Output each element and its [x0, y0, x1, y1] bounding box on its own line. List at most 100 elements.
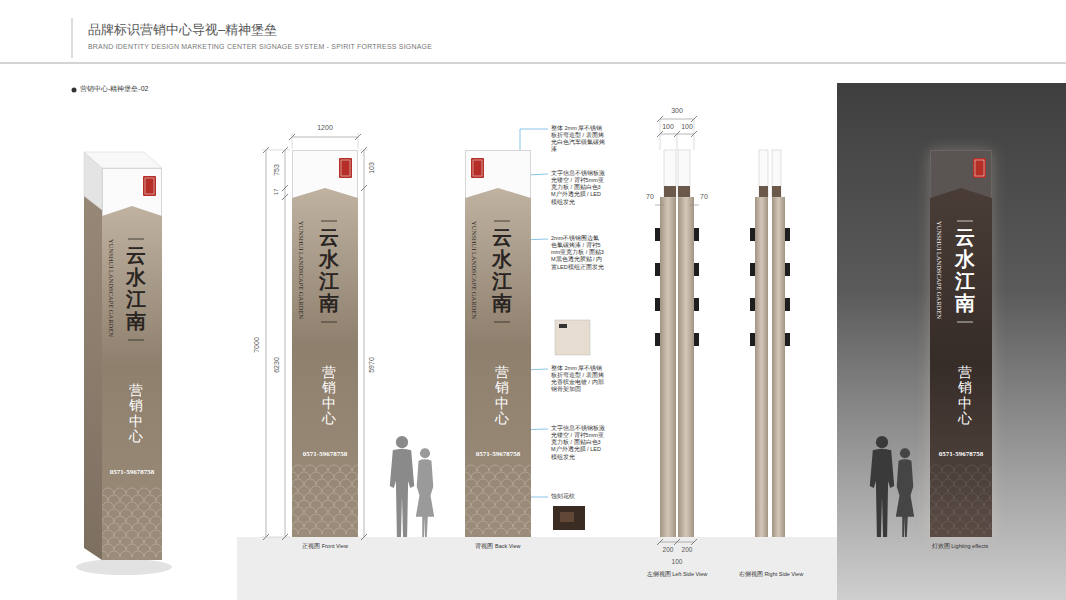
pillar-cap — [772, 150, 781, 197]
phone-number: 0571-59678758 — [939, 450, 983, 458]
seal — [473, 160, 482, 176]
etched-wave — [525, 521, 531, 527]
etched-wave — [519, 486, 531, 492]
etched-wave — [138, 544, 150, 550]
etched-wave — [328, 479, 340, 485]
etched-wave — [156, 523, 162, 529]
etched-wave — [316, 521, 328, 527]
etched-wave — [304, 493, 316, 499]
etched-wave — [966, 465, 978, 471]
sign-subtitle: 营销中心 — [129, 383, 143, 445]
sign-side-face — [84, 152, 102, 560]
woman-silhouette — [416, 448, 434, 537]
etched-wave — [352, 507, 358, 513]
etched-wave — [126, 502, 138, 508]
etched-wave — [942, 493, 954, 499]
etched-wave — [292, 479, 304, 485]
etched-wave — [966, 507, 978, 513]
etched-wave — [501, 493, 513, 499]
etched-wave — [292, 521, 304, 527]
etching-swatch — [560, 512, 574, 522]
etched-wave — [292, 528, 298, 534]
extension-line — [360, 150, 368, 151]
etched-wave — [930, 507, 942, 513]
etched-wave — [120, 495, 132, 501]
etched-wave — [102, 544, 114, 550]
etched-wave — [954, 465, 966, 471]
sign-outline — [465, 150, 531, 537]
etched-wave — [501, 521, 513, 527]
dimension: 200 — [682, 546, 693, 554]
header-rule — [0, 63, 1066, 64]
pillar-band — [759, 186, 768, 197]
etched-wave — [954, 493, 966, 499]
etched-wave — [507, 528, 519, 534]
etched-wave — [298, 472, 310, 478]
material-swatch — [555, 320, 590, 355]
callout-note: 蚀刻花纹 — [551, 493, 605, 500]
etched-wave — [984, 528, 992, 534]
section-label: 营销中心-精神堡垒-02 — [80, 85, 148, 93]
dimension: 100 — [672, 558, 683, 566]
etched-wave — [340, 507, 352, 513]
etched-wave — [477, 521, 489, 527]
dimension: 5970 — [368, 357, 376, 373]
etched-wave — [507, 514, 519, 520]
dimension: 1200 — [317, 124, 333, 132]
extension-line — [262, 150, 290, 151]
etched-wave — [930, 521, 942, 527]
sign-body — [292, 188, 358, 537]
light-box — [785, 333, 790, 346]
etched-wave — [114, 530, 126, 536]
etched-wave — [471, 528, 483, 534]
bullet — [72, 88, 77, 93]
etched-wave — [334, 500, 346, 506]
material-swatch — [559, 324, 567, 328]
etched-wave — [298, 486, 310, 492]
etched-wave — [960, 472, 972, 478]
extension-line — [292, 133, 293, 149]
extension-line — [660, 119, 661, 150]
etched-wave — [465, 514, 471, 520]
etched-wave — [978, 493, 990, 499]
etched-wave — [334, 528, 346, 534]
etched-wave — [292, 507, 304, 513]
etching-swatch — [553, 506, 585, 530]
etched-wave — [483, 528, 495, 534]
etched-wave — [960, 500, 972, 506]
view-caption: 正视图 Front View — [302, 543, 348, 550]
etched-wave — [936, 528, 948, 534]
etched-wave — [930, 472, 936, 478]
etched-wave — [477, 507, 489, 513]
sign-english: YUNSHUI LANDSCAPE GARDEN — [935, 221, 943, 319]
etched-wave — [114, 516, 126, 522]
pillar-band — [678, 186, 690, 197]
etched-wave — [984, 514, 992, 520]
etched-wave — [328, 465, 340, 471]
etched-wave — [102, 495, 108, 501]
sign-outline — [930, 150, 992, 537]
etched-wave — [465, 528, 471, 534]
etched-wave — [310, 486, 322, 492]
etched-wave — [972, 528, 984, 534]
etched-wave — [156, 495, 162, 501]
etched-wave — [984, 500, 992, 506]
etched-wave — [495, 472, 507, 478]
etched-wave — [990, 493, 992, 499]
etched-wave — [513, 521, 525, 527]
sign-top-face — [84, 152, 162, 168]
etched-wave — [352, 521, 358, 527]
etched-wave — [346, 486, 358, 492]
etched-wave — [525, 465, 531, 471]
sign-english: YUNSHUI LANDSCAPE GARDEN — [297, 221, 305, 319]
etched-wave — [292, 472, 298, 478]
etched-wave — [340, 521, 352, 527]
etched-wave — [102, 530, 114, 536]
etched-wave — [150, 488, 162, 494]
etched-wave — [298, 528, 310, 534]
etched-wave — [132, 551, 144, 557]
etched-wave — [990, 521, 992, 527]
etched-wave — [292, 465, 304, 471]
etched-wave — [102, 523, 108, 529]
etched-wave — [948, 472, 960, 478]
